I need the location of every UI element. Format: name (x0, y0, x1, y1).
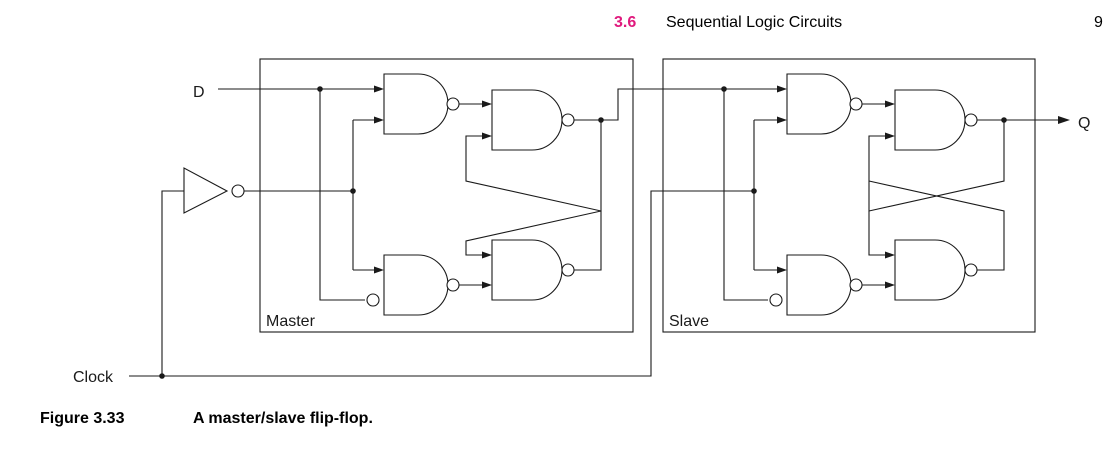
clock-inverter-gate (183, 167, 245, 214)
slave-nand-gate-1 (786, 73, 863, 135)
section-title: Sequential Logic Circuits (666, 14, 842, 31)
slave-clock-junction-dot (751, 188, 757, 194)
slave-label: Slave (669, 313, 709, 330)
master-nand-gate-1 (383, 73, 460, 135)
clock-wiring (129, 190, 754, 377)
slave-wiring (723, 85, 1070, 301)
input-d-label: D (193, 84, 205, 101)
inverter-bubble (231, 184, 245, 198)
master-nand-gate-2 (366, 254, 460, 316)
slave-q-junction-dot (1001, 117, 1007, 123)
output-q-label: Q (1078, 115, 1090, 132)
master-label: Master (266, 313, 316, 330)
master-nand-gate-4 (491, 239, 575, 301)
master-box (259, 58, 634, 333)
input-clock-label: Clock (73, 369, 114, 386)
slave-nand-gate-3 (894, 89, 978, 151)
master-q-junction-dot (598, 117, 604, 123)
master-nand-gate-3 (491, 89, 575, 151)
section-number: 3.6 (614, 14, 636, 31)
slave-box (662, 58, 1036, 333)
master-gate-2-input-bubble (366, 293, 380, 307)
master-d-junction-dot (317, 86, 323, 92)
slave-d-junction-dot (721, 86, 727, 92)
page-number-fragment: 9 (1094, 14, 1103, 31)
slave-nand-gate-2 (769, 254, 863, 316)
master-wiring (218, 85, 724, 301)
clock-junction-dot (159, 373, 165, 379)
slave-nand-gate-4 (894, 239, 978, 301)
slave-gate-2-input-bubble (769, 293, 783, 307)
figure-caption: A master/slave flip-flop. (193, 410, 373, 427)
figure-number: Figure 3.33 (40, 410, 125, 427)
master-clock-junction-dot (350, 188, 356, 194)
